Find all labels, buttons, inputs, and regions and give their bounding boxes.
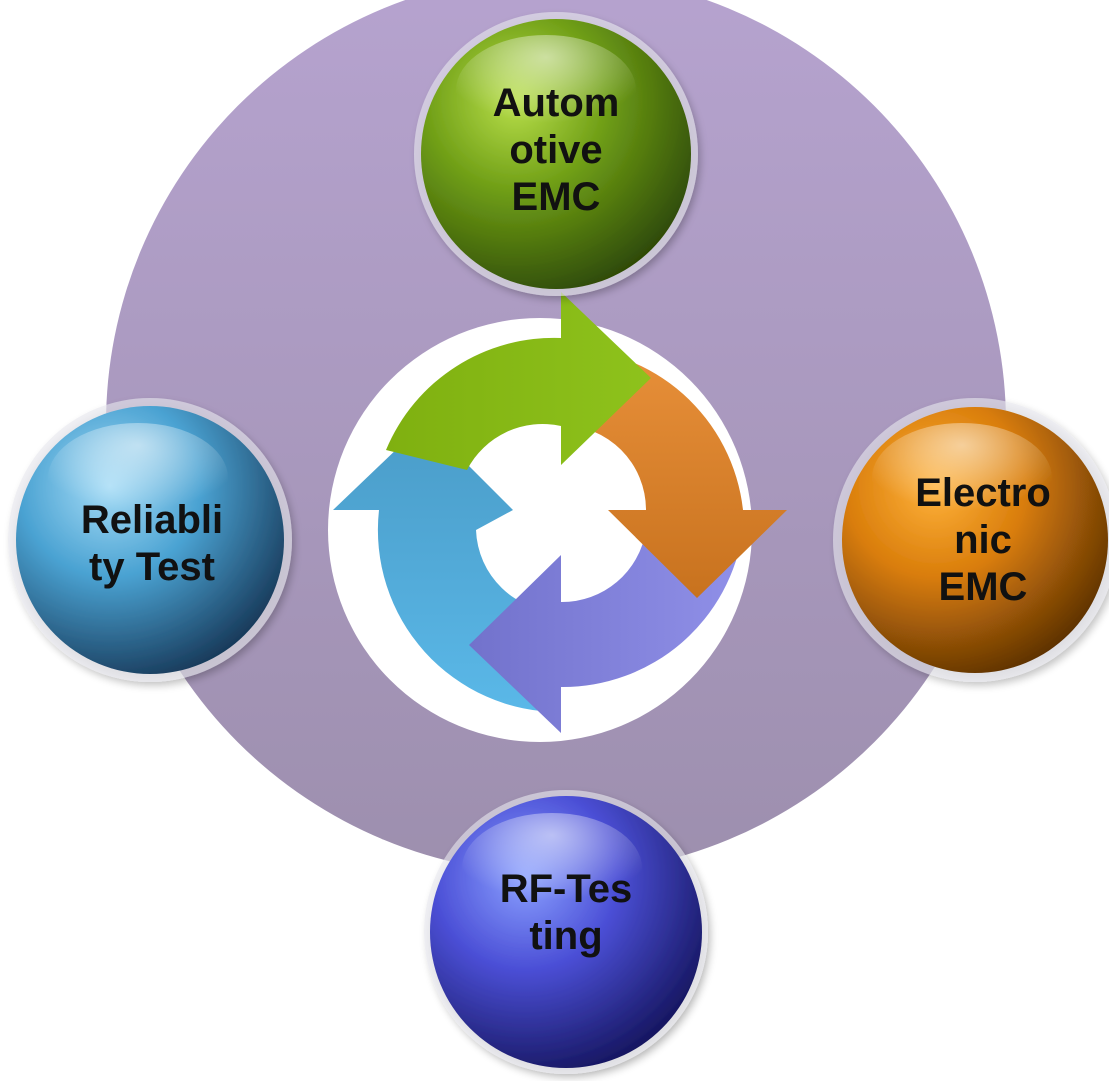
label-automotive-line-2: otive <box>509 127 603 172</box>
label-electronic-line-2: nic <box>954 517 1012 562</box>
label-automotive: Autom otive EMC <box>456 60 656 240</box>
cycle-arrow-green <box>386 292 651 470</box>
label-automotive-line-1: Autom <box>492 80 620 125</box>
cycle-arrow-purple <box>469 530 743 733</box>
cycle-arrows <box>333 292 787 733</box>
node-reliability <box>8 398 292 682</box>
label-electronic-line-3: EMC <box>938 564 1028 609</box>
label-reliability-line-1: Reliabli <box>80 498 224 542</box>
label-reliability-line-2: ty Test <box>89 545 215 589</box>
label-electronic: Electro nic EMC <box>883 450 1083 630</box>
label-rf-line-2: ting <box>529 914 603 958</box>
label-electronic-line-1: Electro <box>915 470 1051 515</box>
node-rf <box>424 790 708 1074</box>
node-electronic <box>833 398 1109 682</box>
label-automotive-line-3: EMC <box>511 174 601 219</box>
label-reliability: Reliabli ty Test <box>52 484 252 604</box>
label-rf: RF-Tes ting <box>466 853 666 973</box>
node-automotive <box>414 12 698 296</box>
label-rf-line-1: RF-Tes <box>499 867 633 911</box>
cycle-arrow-orange <box>561 347 787 598</box>
